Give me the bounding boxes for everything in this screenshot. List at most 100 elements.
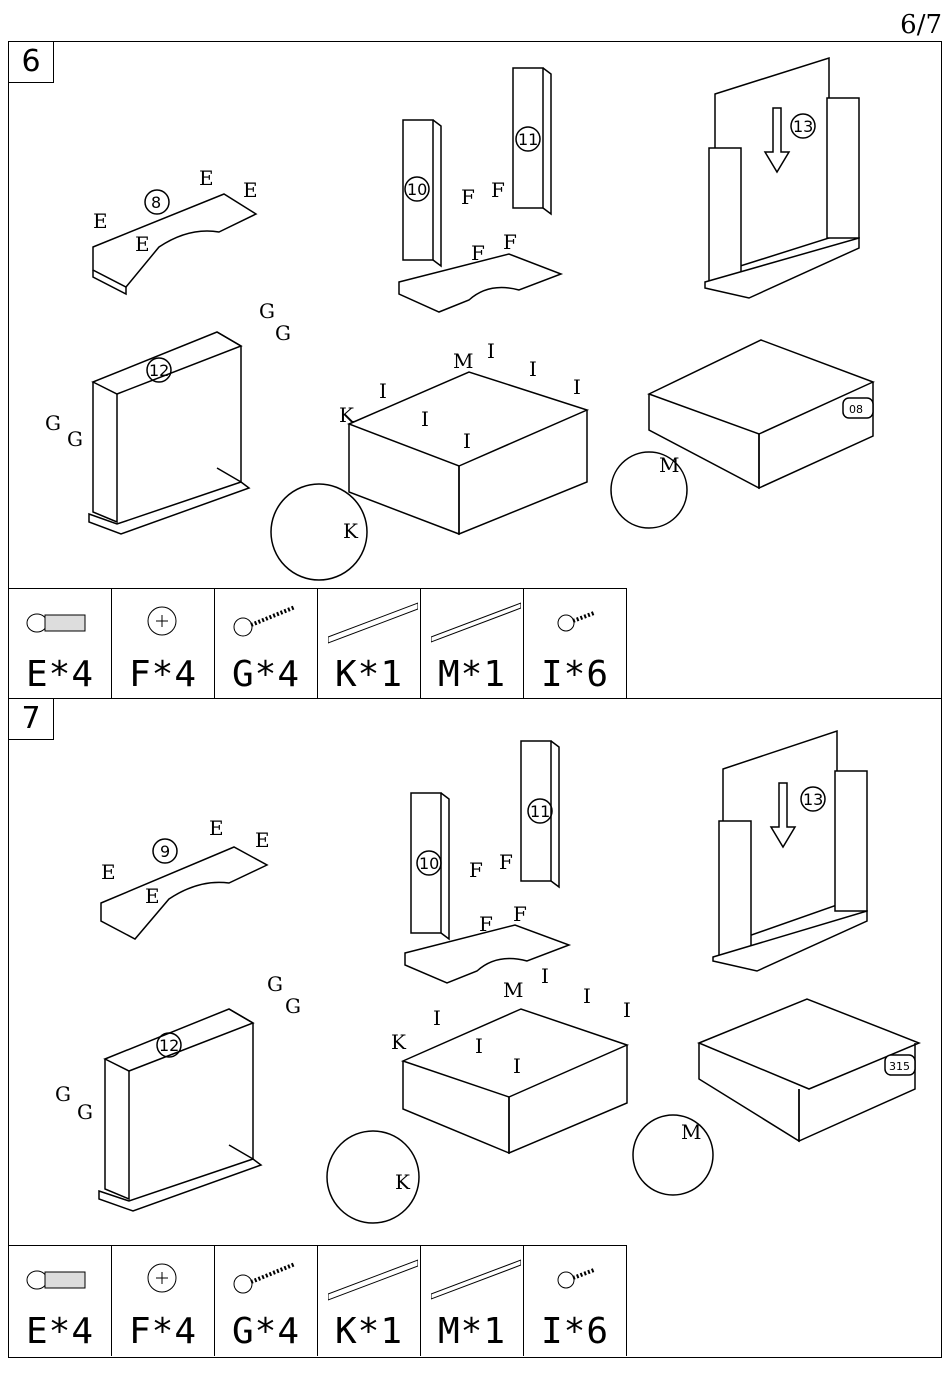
part-cell: G*4	[215, 1246, 318, 1356]
svg-text:315: 315	[889, 1060, 910, 1073]
svg-text:I: I	[583, 984, 591, 1008]
svg-text:F: F	[461, 185, 475, 209]
svg-text:G: G	[55, 1082, 71, 1106]
drawer-assembly-drawing: K M I I I I I I K M	[327, 964, 713, 1223]
svg-text:11: 11	[530, 802, 550, 821]
part-label: G*4	[215, 1311, 317, 1352]
svg-text:I: I	[541, 964, 549, 988]
svg-text:I: I	[475, 1034, 483, 1058]
part-label: F*4	[112, 654, 214, 695]
svg-text:F: F	[499, 850, 513, 874]
wood-screw-icon	[225, 1254, 305, 1304]
short-screw-icon	[534, 597, 614, 647]
carcass-12-drawing: 12 G G G G	[55, 972, 301, 1211]
svg-text:K: K	[343, 519, 359, 543]
svg-text:E: E	[145, 884, 160, 908]
cam-dowel-icon	[19, 1254, 99, 1304]
wood-screw-icon	[225, 597, 305, 647]
svg-text:G: G	[77, 1100, 93, 1124]
svg-text:E: E	[135, 232, 150, 256]
cam-dowel-icon	[19, 597, 99, 647]
part-label: K*1	[318, 654, 420, 695]
svg-text:I: I	[529, 357, 537, 381]
side-panels-drawing: 10 11 F F F F	[405, 741, 569, 983]
part-label: F*4	[112, 1311, 214, 1352]
svg-text:E: E	[255, 828, 270, 852]
board-8-drawing: 8 E E E E	[93, 166, 258, 294]
svg-text:I: I	[623, 998, 631, 1022]
finished-drawer-drawing: 08	[649, 340, 873, 488]
drawer-rail-icon	[328, 597, 418, 647]
svg-text:F: F	[479, 912, 493, 936]
svg-text:I: I	[379, 379, 387, 403]
svg-text:E: E	[101, 860, 116, 884]
svg-text:G: G	[259, 299, 275, 323]
part-cell: F*4	[112, 1246, 215, 1356]
svg-text:K: K	[395, 1170, 411, 1194]
svg-text:12: 12	[149, 361, 169, 380]
back-panel-13-drawing: 13	[713, 731, 867, 971]
step-7-illustration: 9 E E E E 10 11 F F F F	[9, 699, 941, 1245]
part-cell: E*4	[9, 589, 112, 699]
svg-text:08: 08	[849, 403, 863, 416]
step-6-illustration: 8 E E E E 10 11 F F F F	[9, 42, 941, 588]
svg-text:I: I	[513, 1054, 521, 1078]
part-label: M*1	[421, 1311, 523, 1352]
cam-lock-icon	[122, 597, 202, 647]
part-label: E*4	[9, 1311, 111, 1352]
step-6-panel: 6 8 E E E E 10 11 F F F F	[8, 41, 942, 699]
part-label: M*1	[421, 654, 523, 695]
svg-text:11: 11	[518, 130, 538, 149]
svg-text:G: G	[285, 994, 301, 1018]
runner-rail-icon	[431, 1254, 521, 1304]
part-cell: E*4	[9, 1246, 112, 1356]
svg-text:I: I	[487, 339, 495, 363]
svg-text:10: 10	[419, 854, 439, 873]
part-cell: K*1	[318, 589, 421, 699]
part-cell: K*1	[318, 1246, 421, 1356]
svg-text:F: F	[491, 178, 505, 202]
svg-text:13: 13	[793, 117, 813, 136]
svg-text:F: F	[513, 902, 527, 926]
svg-text:K: K	[391, 1030, 407, 1054]
svg-text:F: F	[471, 241, 485, 265]
svg-text:E: E	[209, 816, 224, 840]
svg-text:13: 13	[803, 790, 823, 809]
svg-text:G: G	[45, 411, 61, 435]
parts-list: E*4 F*4 G*4 K*1 M*1 I*6	[9, 1245, 627, 1356]
carcass-12-drawing: 12 G G G G	[45, 299, 291, 534]
svg-text:F: F	[469, 858, 483, 882]
drawer-assembly-drawing: K M I I I I I I K M	[271, 339, 687, 580]
cam-lock-icon	[122, 1254, 202, 1304]
part-label: I*6	[524, 654, 626, 695]
part-label: G*4	[215, 654, 317, 695]
svg-text:I: I	[421, 407, 429, 431]
svg-text:M: M	[453, 349, 473, 373]
part-cell: G*4	[215, 589, 318, 699]
svg-text:G: G	[67, 427, 83, 451]
svg-text:F: F	[503, 230, 517, 254]
svg-text:G: G	[275, 321, 291, 345]
part-label: K*1	[318, 1311, 420, 1352]
part-cell: I*6	[524, 1246, 627, 1356]
svg-text:I: I	[573, 375, 581, 399]
svg-text:I: I	[433, 1006, 441, 1030]
page-number: 6/7	[900, 10, 942, 40]
part-label: E*4	[9, 654, 111, 695]
svg-text:12: 12	[159, 1036, 179, 1055]
svg-text:E: E	[199, 166, 214, 190]
svg-text:M: M	[659, 453, 679, 477]
part-cell: M*1	[421, 1246, 524, 1356]
svg-text:K: K	[339, 403, 355, 427]
parts-list: E*4 F*4 G*4 K*1 M*1 I*6	[9, 588, 627, 699]
svg-text:M: M	[681, 1120, 701, 1144]
part-cell: M*1	[421, 589, 524, 699]
back-panel-13-drawing: 13	[705, 58, 859, 298]
svg-text:E: E	[93, 209, 108, 233]
drawer-rail-icon	[328, 1254, 418, 1304]
svg-text:G: G	[267, 972, 283, 996]
svg-text:9: 9	[160, 842, 170, 861]
svg-text:I: I	[463, 429, 471, 453]
svg-text:8: 8	[151, 193, 161, 212]
svg-text:E: E	[243, 178, 258, 202]
